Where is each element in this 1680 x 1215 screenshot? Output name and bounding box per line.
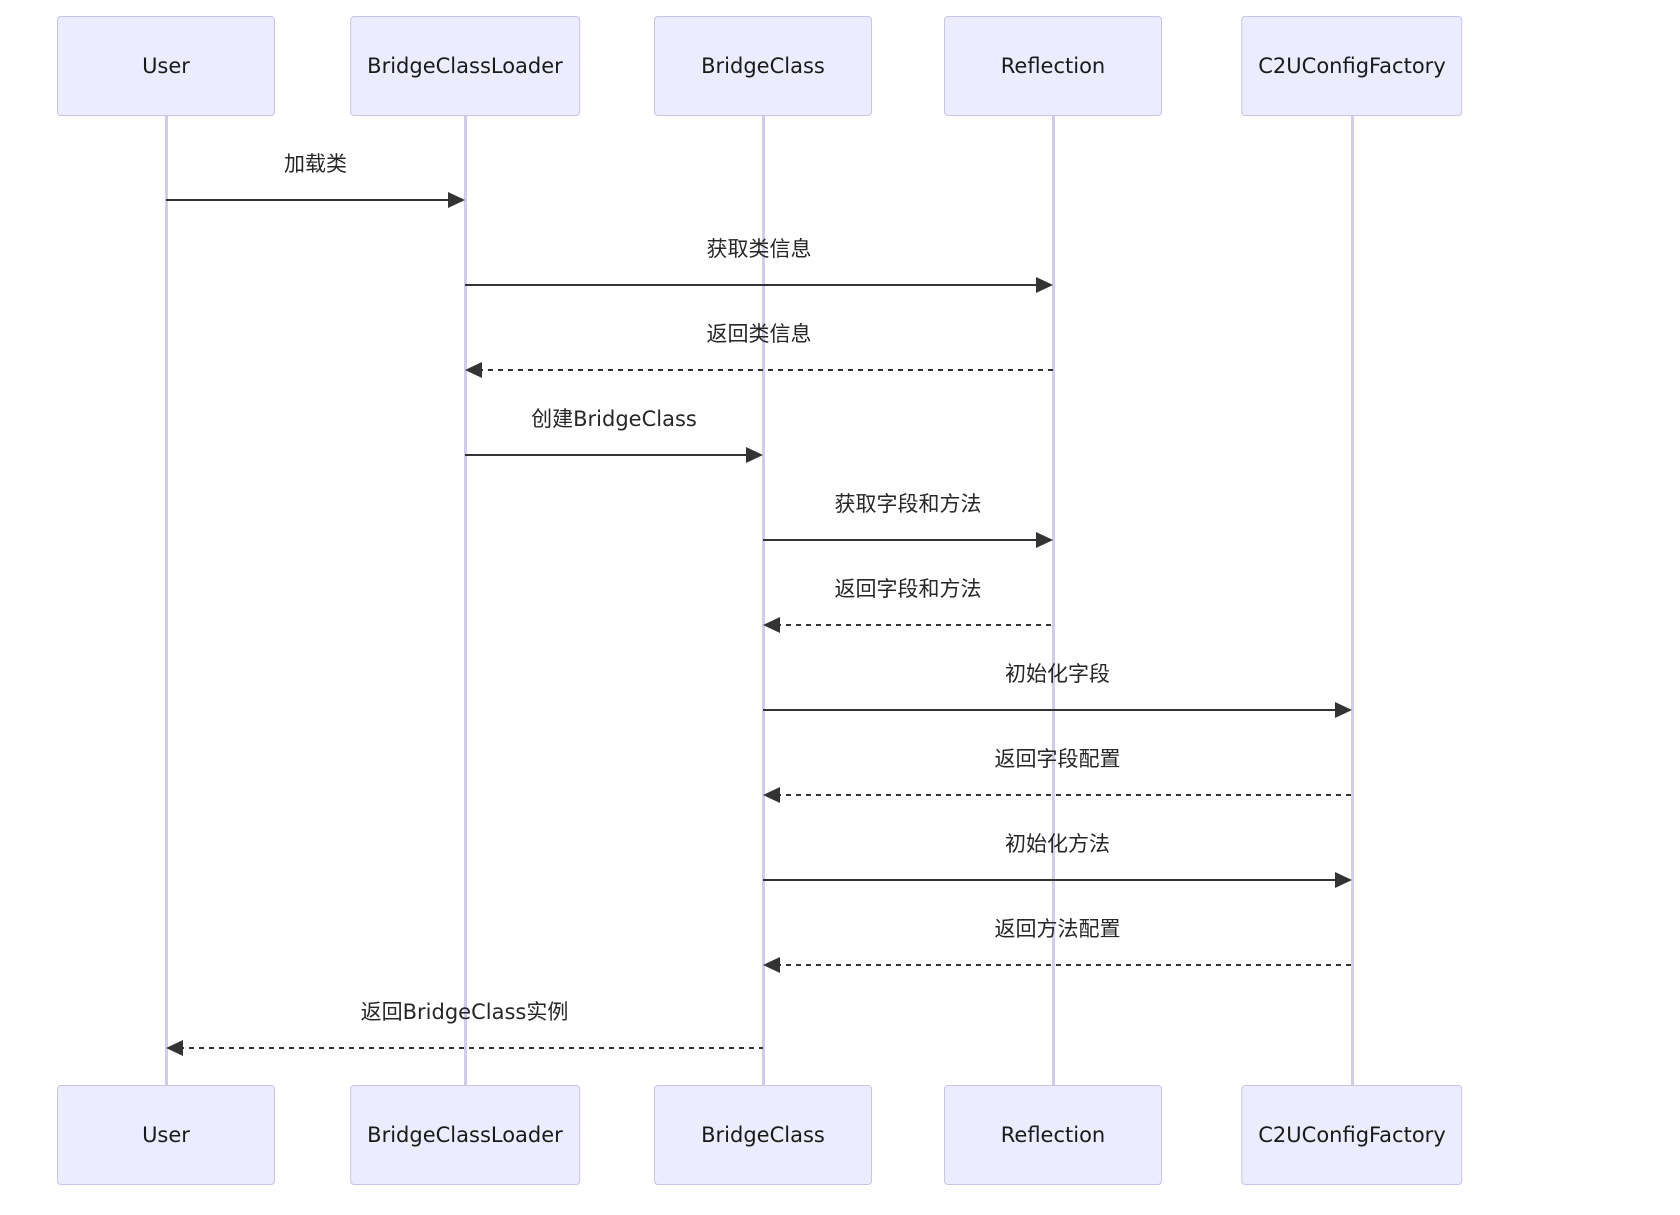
lifeline-user bbox=[164, 114, 168, 1087]
actor-box-top-c2uconfigfactory: C2UConfigFactory bbox=[1241, 16, 1463, 116]
message-label-1: 获取类信息 bbox=[706, 237, 812, 261]
message-label-4: 获取字段和方法 bbox=[834, 492, 982, 516]
actor-box-top-user: User bbox=[57, 16, 275, 116]
actor-box-top-reflection: Reflection bbox=[944, 16, 1162, 116]
actor-label-user: User bbox=[142, 54, 190, 78]
message-line-3 bbox=[465, 454, 750, 456]
actor-box-top-bridgeclassloader: BridgeClassLoader bbox=[350, 16, 580, 116]
message-label-7: 返回字段配置 bbox=[994, 747, 1121, 771]
message-line-2 bbox=[478, 369, 1053, 371]
message-label-0: 加载类 bbox=[284, 152, 347, 176]
message-line-6 bbox=[763, 709, 1339, 711]
actor-box-bottom-user: User bbox=[57, 1085, 275, 1185]
message-label-5: 返回字段和方法 bbox=[834, 577, 982, 601]
message-label-10: 返回BridgeClass实例 bbox=[360, 1000, 569, 1024]
lifeline-bridgeclassloader bbox=[463, 114, 467, 1087]
lifeline-bridgeclass bbox=[761, 114, 765, 1087]
arrowhead-right-icon bbox=[746, 447, 763, 463]
message-line-5 bbox=[776, 624, 1053, 626]
arrowhead-right-icon bbox=[1335, 702, 1352, 718]
message-label-6: 初始化字段 bbox=[1005, 662, 1110, 686]
message-line-10 bbox=[179, 1047, 763, 1049]
message-line-8 bbox=[763, 879, 1339, 881]
message-line-7 bbox=[776, 794, 1352, 796]
arrowhead-left-icon bbox=[465, 362, 482, 378]
message-line-1 bbox=[465, 284, 1040, 286]
message-label-9: 返回方法配置 bbox=[994, 917, 1121, 941]
arrowhead-left-icon bbox=[763, 957, 780, 973]
actor-box-top-bridgeclass: BridgeClass bbox=[654, 16, 872, 116]
actor-label-bridgeclass: BridgeClass bbox=[701, 1123, 825, 1147]
arrowhead-left-icon bbox=[166, 1040, 183, 1056]
message-label-3: 创建BridgeClass bbox=[531, 407, 697, 431]
actor-label-user: User bbox=[142, 1123, 190, 1147]
message-line-9 bbox=[776, 964, 1352, 966]
actor-label-reflection: Reflection bbox=[1000, 1123, 1106, 1147]
message-line-4 bbox=[763, 539, 1040, 541]
lifeline-reflection bbox=[1051, 114, 1055, 1087]
arrowhead-right-icon bbox=[1036, 532, 1053, 548]
arrowhead-right-icon bbox=[1335, 872, 1352, 888]
actor-label-bridgeclassloader: BridgeClassLoader bbox=[367, 1123, 563, 1147]
actor-label-c2uconfigfactory: C2UConfigFactory bbox=[1258, 1123, 1446, 1147]
actor-box-bottom-bridgeclassloader: BridgeClassLoader bbox=[350, 1085, 580, 1185]
actor-label-reflection: Reflection bbox=[1000, 54, 1106, 78]
arrowhead-right-icon bbox=[1036, 277, 1053, 293]
lifeline-c2uconfigfactory bbox=[1350, 114, 1354, 1087]
actor-label-bridgeclassloader: BridgeClassLoader bbox=[367, 54, 563, 78]
actor-label-bridgeclass: BridgeClass bbox=[701, 54, 825, 78]
arrowhead-left-icon bbox=[763, 787, 780, 803]
arrowhead-left-icon bbox=[763, 617, 780, 633]
actor-label-c2uconfigfactory: C2UConfigFactory bbox=[1258, 54, 1446, 78]
actor-box-bottom-bridgeclass: BridgeClass bbox=[654, 1085, 872, 1185]
message-line-0 bbox=[166, 199, 452, 201]
actor-box-bottom-reflection: Reflection bbox=[944, 1085, 1162, 1185]
message-label-8: 初始化方法 bbox=[1005, 832, 1110, 856]
actor-box-bottom-c2uconfigfactory: C2UConfigFactory bbox=[1241, 1085, 1463, 1185]
message-label-2: 返回类信息 bbox=[706, 322, 812, 346]
arrowhead-right-icon bbox=[448, 192, 465, 208]
